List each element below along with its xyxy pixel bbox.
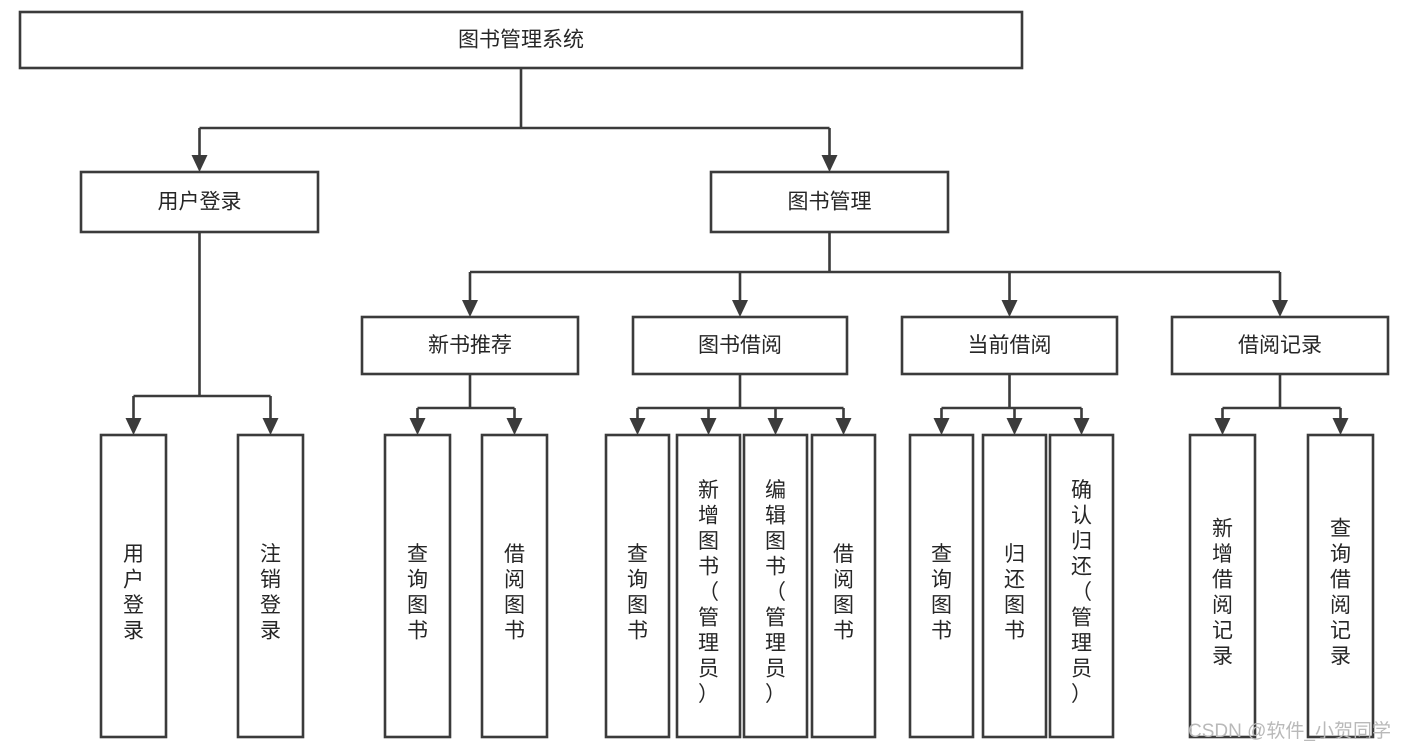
node-label-login: 用户登录: [158, 191, 242, 214]
node-box-bookmgmt[interactable]: [709, 170, 950, 234]
node-leaf12[interactable]: 新增借阅记录: [1188, 433, 1257, 739]
node-bookmgmt[interactable]: 图书管理: [709, 170, 950, 234]
node-label-leaf12: 新增借阅记录: [1212, 517, 1233, 668]
node-label-leaf4: 借阅图书: [504, 542, 525, 642]
node-box-newbooks[interactable]: [360, 315, 580, 376]
node-box-leaf2[interactable]: [236, 433, 305, 739]
node-login[interactable]: 用户登录: [79, 170, 320, 234]
node-leaf11[interactable]: 确认归还（管理员）: [1048, 433, 1115, 739]
node-leaf3[interactable]: 查询图书: [383, 433, 452, 739]
node-leaf2[interactable]: 注销登录: [236, 433, 305, 739]
node-label-borrow: 图书借阅: [698, 334, 782, 357]
node-label-leaf13: 查询借阅记录: [1330, 517, 1351, 668]
node-label-leaf8: 借阅图书: [833, 542, 854, 642]
node-leaf1[interactable]: 用户登录: [99, 433, 168, 739]
node-label-leaf9: 查询图书: [931, 542, 952, 642]
node-label-leaf2: 注销登录: [260, 542, 281, 642]
node-label-root: 图书管理系统: [458, 29, 584, 52]
node-label-records: 借阅记录: [1238, 334, 1322, 357]
node-newbooks[interactable]: 新书推荐: [360, 315, 580, 376]
node-leaf13[interactable]: 查询借阅记录: [1306, 433, 1375, 739]
node-label-leaf10: 归还图书: [1004, 542, 1025, 642]
node-box-leaf12[interactable]: [1188, 433, 1257, 739]
node-label-leaf1: 用户登录: [123, 542, 144, 642]
node-label-newbooks: 新书推荐: [428, 334, 512, 357]
node-label-bookmgmt: 图书管理: [788, 191, 872, 214]
node-leaf7[interactable]: 编辑图书（管理员）: [742, 433, 809, 739]
node-box-login[interactable]: [79, 170, 320, 234]
node-borrow[interactable]: 图书借阅: [631, 315, 849, 376]
node-box-leaf13[interactable]: [1306, 433, 1375, 739]
node-leaf10[interactable]: 归还图书: [981, 433, 1048, 739]
node-leaf9[interactable]: 查询图书: [908, 433, 975, 739]
node-label-leaf3: 查询图书: [407, 542, 428, 642]
node-box-leaf5[interactable]: [604, 433, 671, 739]
node-box-leaf7[interactable]: [742, 433, 809, 739]
node-current[interactable]: 当前借阅: [900, 315, 1119, 376]
node-box-leaf4[interactable]: [480, 433, 549, 739]
node-box-leaf6[interactable]: [675, 433, 742, 739]
node-root[interactable]: 图书管理系统: [18, 10, 1024, 70]
connector-layer: [125, 68, 1349, 435]
node-box-leaf10[interactable]: [981, 433, 1048, 739]
node-box-current[interactable]: [900, 315, 1119, 376]
node-leaf8[interactable]: 借阅图书: [810, 433, 877, 739]
node-leaf6[interactable]: 新增图书（管理员）: [675, 433, 742, 739]
node-box-borrow[interactable]: [631, 315, 849, 376]
node-label-leaf6: 新增图书（管理员）: [698, 479, 719, 706]
node-box-leaf1[interactable]: [99, 433, 168, 739]
node-label-current: 当前借阅: [968, 334, 1052, 357]
node-box-leaf8[interactable]: [810, 433, 877, 739]
node-box-root[interactable]: [18, 10, 1024, 70]
node-box-leaf3[interactable]: [383, 433, 452, 739]
node-label-leaf5: 查询图书: [627, 542, 648, 642]
node-leaf5[interactable]: 查询图书: [604, 433, 671, 739]
node-label-leaf7: 编辑图书（管理员）: [765, 479, 786, 706]
node-box-records[interactable]: [1170, 315, 1390, 376]
node-leaf4[interactable]: 借阅图书: [480, 433, 549, 739]
node-box-leaf11[interactable]: [1048, 433, 1115, 739]
node-label-leaf11: 确认归还（管理员）: [1071, 479, 1092, 706]
node-records[interactable]: 借阅记录: [1170, 315, 1390, 376]
node-layer: 图书管理系统用户登录图书管理新书推荐图书借阅当前借阅借阅记录用户登录注销登录查询…: [18, 10, 1390, 739]
node-box-leaf9[interactable]: [908, 433, 975, 739]
